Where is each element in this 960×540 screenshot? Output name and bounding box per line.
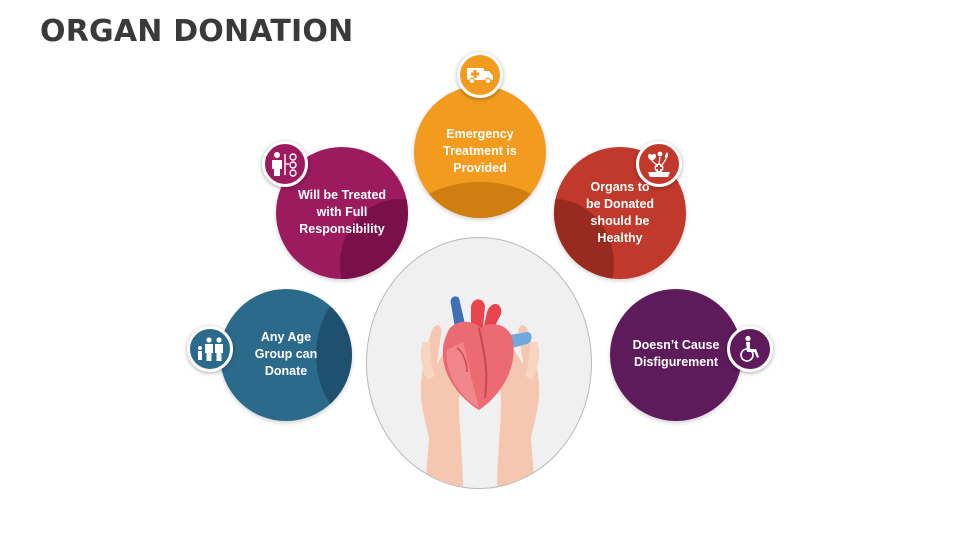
item-age: Any Age Group can Donate — [220, 289, 352, 421]
ambulance-icon — [457, 52, 503, 98]
family-icon — [187, 326, 233, 372]
item-label: Any Age Group can Donate — [254, 330, 318, 378]
wheelchair-icon — [727, 326, 773, 372]
item-label: Emergency Treatment is Provided — [443, 127, 517, 175]
item-label: Organs to be Donated should be Healthy — [585, 180, 655, 245]
item-emergency: Emergency Treatment is Provided — [414, 86, 546, 218]
page-title: ORGAN DONATION — [40, 14, 354, 49]
center-illustration — [366, 237, 592, 489]
doctor-checklist-icon — [262, 141, 308, 187]
heart-in-hands-icon — [420, 296, 540, 488]
organs-icon — [636, 141, 682, 187]
item-disfigurement: Doesn’t Cause Disfigurement — [610, 289, 742, 421]
bubble-shade — [414, 182, 546, 218]
item-label: Will be Treated with Full Responsibility — [297, 188, 387, 236]
item-label: Doesn’t Cause Disfigurement — [632, 338, 720, 369]
